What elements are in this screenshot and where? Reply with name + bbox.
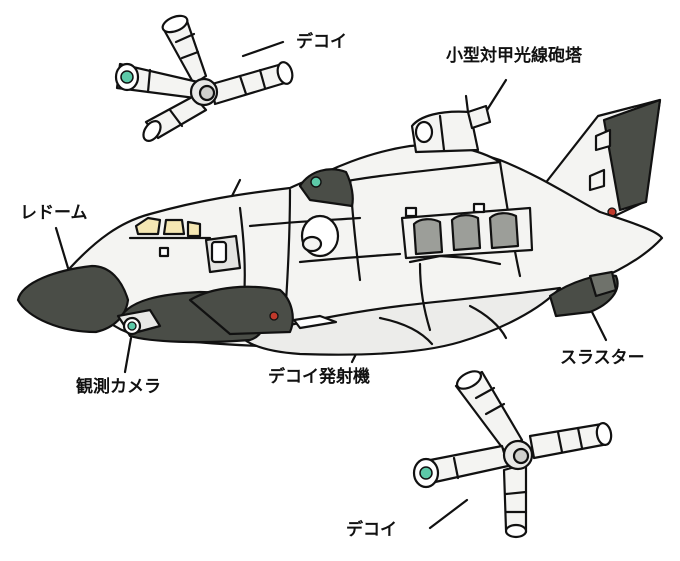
leader-thruster bbox=[590, 310, 608, 342]
observation-camera bbox=[116, 308, 162, 336]
label-decoy-bottom: デコイ bbox=[346, 520, 397, 540]
label-camera: 観測カメラ bbox=[76, 377, 161, 397]
decoy-top bbox=[114, 14, 294, 142]
leader-radome bbox=[54, 226, 70, 270]
cockpit-windows bbox=[128, 216, 212, 240]
label-decoy-top: デコイ bbox=[296, 32, 347, 52]
label-decoy-launcher: デコイ発射機 bbox=[268, 367, 370, 387]
label-radome: レドーム bbox=[20, 203, 88, 223]
decoy-launcher-bay bbox=[400, 202, 534, 260]
label-thruster: スラスター bbox=[560, 348, 645, 368]
decoy-bottom-lens bbox=[419, 466, 433, 480]
decoy-top-lens bbox=[120, 70, 134, 84]
label-turret: 小型対甲光線砲塔 bbox=[446, 46, 582, 66]
thruster bbox=[548, 270, 619, 318]
leader-camera bbox=[123, 336, 133, 374]
aircraft-body bbox=[16, 94, 664, 356]
leader-decoy-bottom bbox=[428, 498, 469, 530]
turret bbox=[410, 94, 492, 154]
leader-decoy-top bbox=[241, 40, 285, 58]
radome bbox=[16, 264, 130, 334]
decoy-bottom bbox=[412, 370, 613, 539]
